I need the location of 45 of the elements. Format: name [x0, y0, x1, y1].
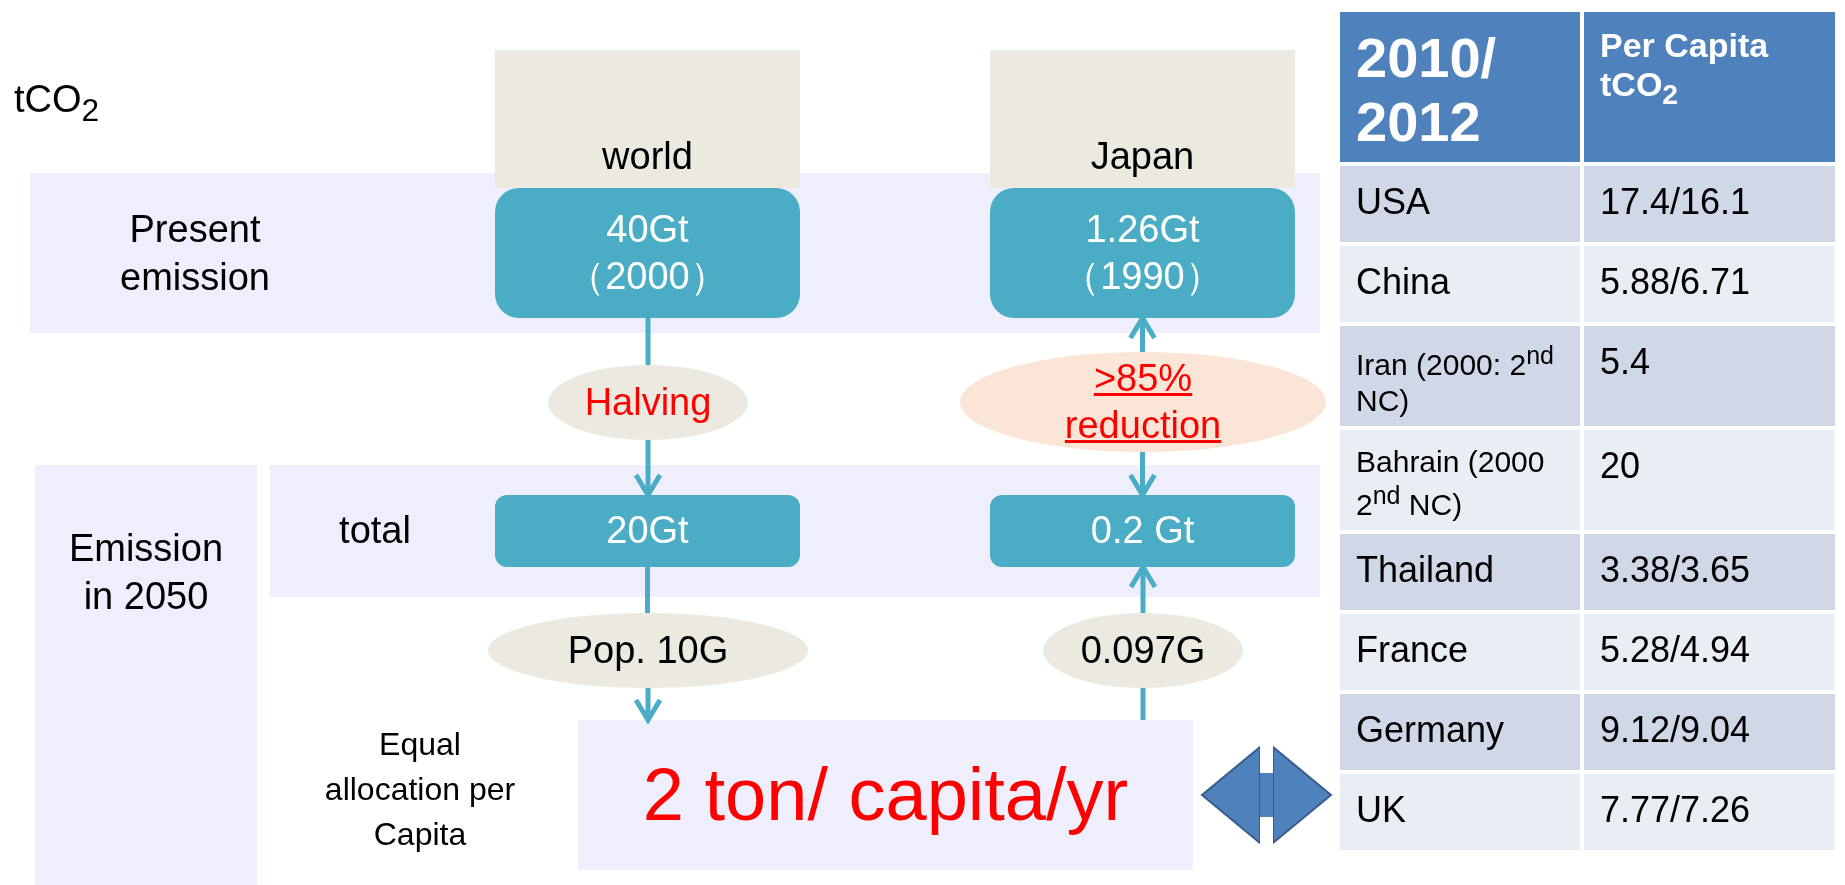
table-cell: 5.28/4.94 [1584, 614, 1835, 690]
factor-ellipse: 0.097G [1043, 613, 1243, 688]
table-cell: 9.12/9.04 [1584, 694, 1835, 770]
factor-ellipse: Halving [548, 365, 748, 440]
value-box: 1.26Gt （1990） [990, 188, 1295, 318]
unit-label: tCO$_{2}$ [14, 78, 100, 129]
arrow [1128, 452, 1157, 498]
arrow [633, 440, 663, 498]
table-cell: 5.88/6.71 [1584, 246, 1835, 322]
table-cell: Iran (2000: 2$^{nd}$ NC) [1340, 326, 1580, 426]
arrow [633, 688, 663, 723]
table-cell: 3.38/3.65 [1584, 534, 1835, 610]
value-box: 20Gt [495, 495, 800, 567]
arrow [1128, 564, 1158, 613]
result-box: 2 ton/ capita/yr [578, 720, 1193, 870]
table-cell: 20 [1584, 430, 1835, 530]
table-cell: Bahrain (2000 2$^{nd}$ NC) [1340, 430, 1580, 530]
connector-line [1140, 688, 1146, 720]
connector-line [645, 318, 651, 365]
caption-text: Equal allocation per Capita [323, 725, 517, 854]
value-box: 0.2 Gt [990, 495, 1295, 567]
band-label: total [338, 508, 412, 554]
column-header: Japan [990, 50, 1295, 188]
column-header: world [495, 50, 800, 188]
double-arrow [1201, 746, 1332, 844]
factor-ellipse: >85% reduction [960, 352, 1326, 452]
band-label: Present emission [119, 206, 271, 299]
table-cell: Germany [1340, 694, 1580, 770]
table-cell: Thailand [1340, 534, 1580, 610]
arrow [1128, 315, 1157, 352]
table-cell: China [1340, 246, 1580, 322]
factor-ellipse: Pop. 10G [488, 613, 808, 688]
row-band: Emission in 2050 [35, 465, 257, 885]
connector-line [645, 567, 650, 613]
table-cell: France [1340, 614, 1580, 690]
table-cell: 7.77/7.26 [1584, 774, 1835, 850]
table-cell: 17.4/16.1 [1584, 166, 1835, 242]
table-cell: UK [1340, 774, 1580, 850]
row-band [270, 465, 1320, 597]
data-table [1340, 12, 1835, 852]
table-cell: USA [1340, 166, 1580, 242]
header-cell: Per Capita tCO$_{2}$ [1584, 12, 1835, 162]
value-box: 40Gt （2000） [495, 188, 800, 318]
table-cell: 5.4 [1584, 326, 1835, 426]
header-cell: 2010/ 2012 [1340, 12, 1580, 162]
